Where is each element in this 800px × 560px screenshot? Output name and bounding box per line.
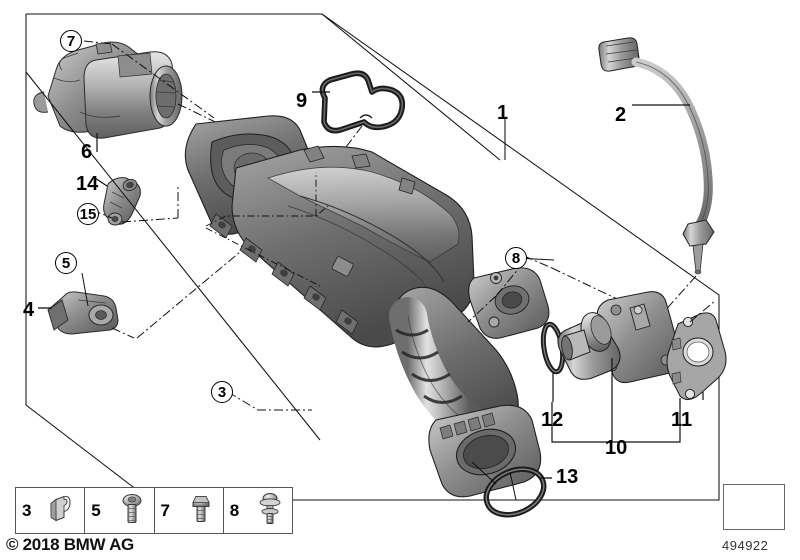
part-9-gasket <box>312 70 406 134</box>
part-2-temperature-sensor <box>598 37 715 275</box>
hex-bolt-icon <box>187 491 215 530</box>
diagram-part-number: 494922 <box>722 538 769 553</box>
part-10-egr-valve <box>557 291 682 430</box>
callout-1-intake-manifold[interactable]: 1 <box>497 102 509 124</box>
legend-number-8: 8 <box>229 500 240 520</box>
legend-item-7-bolt[interactable]: 7 <box>155 488 224 533</box>
part-14-bracket <box>94 177 141 226</box>
callout-9-gasket[interactable]: 9 <box>296 90 308 112</box>
callout-4-pressure-sensor[interactable]: 4 <box>23 299 35 321</box>
manifold-internal-dash-guides <box>205 172 329 287</box>
callout-2-temperature-sensor[interactable]: 2 <box>615 104 627 126</box>
copyright-notice: © 2018 BMW AG <box>6 535 134 554</box>
torx-screw-icon <box>118 491 146 530</box>
part-11-egr-gasket <box>666 312 727 404</box>
leader-line-4-to-boundary <box>111 327 135 339</box>
callout-14-bracket[interactable]: 14 <box>76 173 99 195</box>
callout-5-screw[interactable]: 5 <box>55 252 77 274</box>
callout-10-egr-valve[interactable]: 10 <box>605 437 628 459</box>
legend-item-5-screw[interactable]: 5 <box>85 488 155 533</box>
legend-number-7: 7 <box>160 500 170 520</box>
legend-number-3: 3 <box>22 500 32 520</box>
hardware-legend: 3 5 <box>15 487 293 534</box>
callout-6-actuator[interactable]: 6 <box>81 141 93 163</box>
callout-8-bolt[interactable]: 8 <box>505 247 527 269</box>
part-4-pressure-sensor <box>38 272 119 335</box>
callout-3-clip[interactable]: 3 <box>211 381 233 403</box>
callout-13-o-ring[interactable]: 13 <box>556 466 579 488</box>
flange-bolt-icon <box>256 490 284 531</box>
callout-12-o-ring[interactable]: 12 <box>541 409 564 431</box>
leader-line-11 <box>689 299 717 323</box>
orientation-arrow-box <box>723 484 785 530</box>
clip-icon <box>42 491 76 530</box>
legend-number-5: 5 <box>91 500 101 520</box>
part-6-actuator-module <box>33 41 183 152</box>
callout-brackets <box>551 402 681 443</box>
legend-item-8-bolt[interactable]: 8 <box>224 488 292 533</box>
legend-item-3-clip[interactable]: 3 <box>16 488 86 533</box>
leader-line-13 <box>471 461 497 485</box>
part-13-o-ring <box>483 466 552 518</box>
part-1-intake-manifold <box>184 115 550 498</box>
boundary-diagonal-lines <box>25 13 501 441</box>
callout-15-bolt[interactable]: 15 <box>77 203 99 225</box>
leader-line-7 <box>83 40 233 131</box>
callout-7-bolt[interactable]: 7 <box>60 30 82 52</box>
callout-11-egr-gasket[interactable]: 11 <box>671 409 693 431</box>
